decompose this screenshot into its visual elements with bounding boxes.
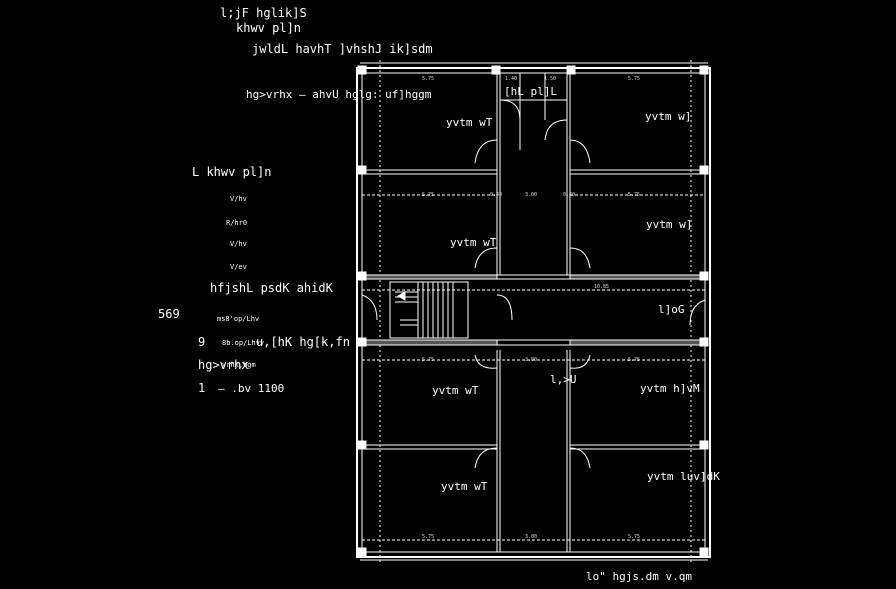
inner-wall xyxy=(361,72,706,553)
bottom-caption: lo" hgjs.dm v.qm xyxy=(586,570,692,583)
dimension-label: 5.75 xyxy=(628,76,641,82)
dimension-label: 1.50 xyxy=(544,76,557,82)
dimension-label: 5.75 xyxy=(422,76,435,82)
scale-text: — .bv 1100 xyxy=(218,382,285,395)
dimension-label: 3.00 xyxy=(525,357,538,363)
room-label: yvtm wT xyxy=(441,480,488,493)
room-label: yvtm luv]dK xyxy=(647,470,720,483)
dimension-label: 10.85 xyxy=(594,284,610,290)
dimension-label: 0.40 xyxy=(563,192,576,198)
title-line-2: khwv pl]n xyxy=(236,21,302,35)
dimension-label: 5.75 xyxy=(628,534,641,540)
legend-item: V/ev xyxy=(230,263,247,271)
outer-wall xyxy=(356,67,711,558)
top-service-label: [hL pl]L xyxy=(504,85,557,98)
dimension-label: 3.00 xyxy=(525,192,538,198)
hg-small: vrhx,hgm xyxy=(222,361,256,369)
dimension-label: 5.75 xyxy=(628,357,641,363)
staircase xyxy=(389,281,469,339)
legend-small-mid: ms8'op/Lhv xyxy=(217,315,260,323)
sheet-number: 569 xyxy=(158,307,180,321)
dimension-label: 5.75 xyxy=(422,192,435,198)
dimension-label: 5.75 xyxy=(422,534,435,540)
room-label: yvtm h]vM xyxy=(640,382,700,395)
row9-small: 8b.op/Lhvv xyxy=(222,339,265,347)
title-line-4: hg>vrhx — ahvU hglg: uf]hggm xyxy=(246,88,432,101)
dimension-label: 5.75 xyxy=(422,357,435,363)
legend-item: R/hr0 xyxy=(226,219,248,227)
room-label: yvtm w] xyxy=(646,218,693,231)
dimension-label: 3.00 xyxy=(525,534,538,540)
title-line-3: jwldL havhT ]vhshJ ik]sdm xyxy=(252,42,433,56)
right-mid-label: l]oG xyxy=(658,303,685,316)
stair-label: hfjshL psdK ahidK xyxy=(210,281,333,295)
room-label: yvtm w] xyxy=(645,110,692,123)
room-label: yvtm wT xyxy=(432,384,479,397)
right-lower-label: l,>U xyxy=(550,373,577,386)
legend-item: V/hv xyxy=(230,195,247,203)
room-label: yvtm wT xyxy=(446,116,493,129)
hg-label: hg>vrhx xyxy=(198,358,249,372)
dimension-label: 0.40 xyxy=(490,192,503,198)
dimension-label: 5.75 xyxy=(628,192,641,198)
room-label: yvtm wT xyxy=(450,236,497,249)
row9-text: u,[hK hg[k,fn xyxy=(256,335,350,349)
scale-number: 1 xyxy=(198,381,206,395)
dimension-label: 1.40 xyxy=(505,76,518,82)
row9-number: 9 xyxy=(198,335,206,349)
title-line-1: l;jF hglik]S xyxy=(220,6,307,20)
legend-item: V/hv xyxy=(230,240,247,248)
legend-heading: L khwv pl]n xyxy=(192,165,272,179)
